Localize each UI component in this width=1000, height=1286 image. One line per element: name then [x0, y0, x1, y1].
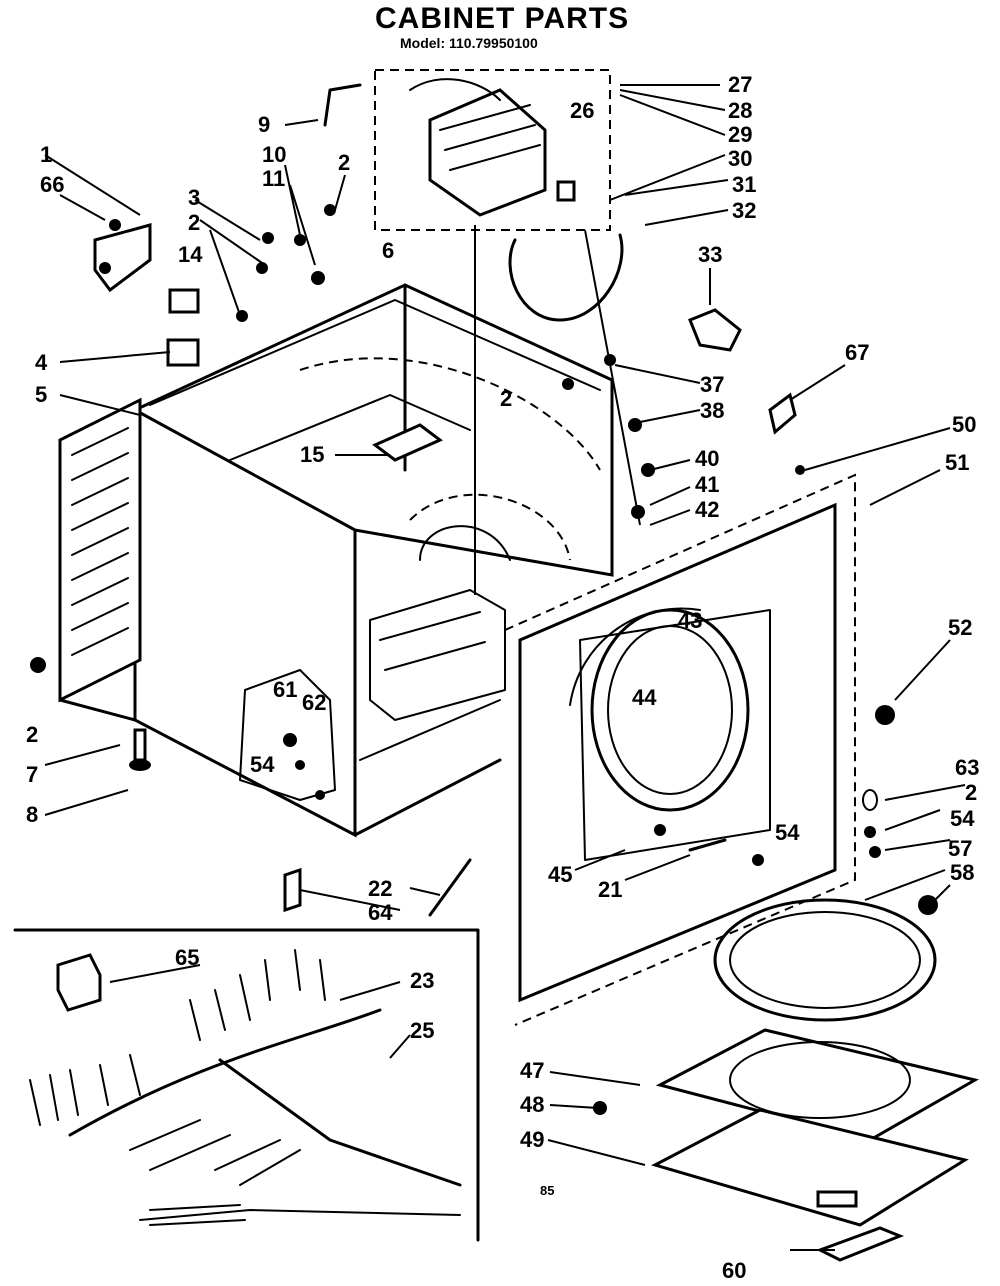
callout-54-front: 54	[775, 820, 800, 845]
callout-58: 58	[950, 860, 974, 885]
callout-28: 28	[728, 98, 752, 123]
callout-52: 52	[948, 615, 972, 640]
trim-strip	[816, 1226, 905, 1262]
door-assembly	[651, 1028, 980, 1262]
callout-23: 23	[410, 968, 434, 993]
callout-38: 38	[700, 398, 724, 423]
cabinet-body	[133, 283, 614, 838]
callout-25: 25	[410, 1018, 434, 1043]
callout-21: 21	[598, 877, 622, 902]
mounting-bracket	[93, 223, 152, 293]
callout-26: 26	[570, 98, 594, 123]
control-area-outline	[374, 69, 611, 231]
callout-54-right: 54	[950, 806, 975, 831]
callout-57: 57	[948, 836, 972, 861]
hinge-bracket	[323, 83, 362, 127]
thermostat-part	[283, 733, 297, 747]
callout-45: 45	[548, 862, 572, 887]
leveling-leg	[129, 728, 151, 771]
callout-14: 14	[178, 242, 203, 267]
callout-2-right: 2	[965, 780, 977, 805]
callout-62: 62	[302, 690, 326, 715]
callout-2-mid: 2	[500, 386, 512, 411]
callout-2-top: 2	[338, 150, 350, 175]
callout-2-foot: 2	[26, 722, 38, 747]
callout-40: 40	[695, 446, 719, 471]
callout-7: 7	[26, 762, 38, 787]
callout-41: 41	[695, 472, 719, 497]
wiring-harness-section	[13, 928, 480, 1242]
kick-plate	[688, 308, 742, 352]
callout-30: 30	[728, 146, 752, 171]
callout-47: 47	[520, 1058, 544, 1083]
callout-44: 44	[632, 685, 657, 710]
callout-51: 51	[945, 450, 969, 475]
callout-49: 49	[520, 1127, 544, 1152]
callout-3: 3	[188, 185, 200, 210]
junction-box	[166, 338, 200, 367]
page-marker: 85	[540, 1183, 554, 1198]
timer-assembly	[409, 78, 547, 217]
callout-22: 22	[368, 876, 392, 901]
callout-42: 42	[695, 497, 719, 522]
callout-2-left: 2	[188, 210, 200, 235]
callout-63: 63	[955, 755, 979, 780]
callout-65: 65	[175, 945, 199, 970]
door-handle	[816, 1190, 858, 1208]
callout-60: 60	[722, 1258, 746, 1281]
callout-6: 6	[382, 238, 394, 263]
diagram-title: CABINET PARTS	[375, 2, 629, 35]
side-access-cover	[239, 669, 336, 801]
callout-54-side: 54	[250, 752, 275, 777]
terminal-block	[168, 288, 200, 314]
callout-27: 27	[728, 72, 752, 97]
callout-43: 43	[678, 608, 702, 633]
callout-64: 64	[368, 900, 393, 925]
switch-part	[556, 180, 576, 202]
callout-15: 15	[300, 442, 324, 467]
left-side-panel	[58, 397, 142, 722]
callout-48: 48	[520, 1092, 544, 1117]
terminal-connector	[56, 953, 102, 1012]
callout-11: 11	[262, 166, 285, 191]
callout-4: 4	[35, 350, 48, 375]
callout-5: 5	[35, 382, 47, 407]
callout-50: 50	[952, 412, 976, 437]
callout-66: 66	[40, 172, 64, 197]
leader-lines	[44, 84, 966, 1251]
front-panel	[504, 473, 856, 1026]
callout-1: 1	[40, 142, 52, 167]
fasteners	[30, 204, 938, 1115]
callout-10: 10	[262, 142, 286, 167]
callout-9: 9	[258, 112, 270, 137]
drive-belt	[508, 233, 624, 322]
door-strike	[768, 392, 797, 435]
callout-61: 61	[273, 677, 297, 702]
callout-67: 67	[845, 340, 869, 365]
callout-29: 29	[728, 122, 752, 147]
callout-32: 32	[732, 198, 756, 223]
callout-8: 8	[26, 802, 38, 827]
callout-33: 33	[698, 242, 722, 267]
door-seal-ring	[713, 898, 937, 1022]
model-number: Model: 110.79950100	[400, 35, 538, 51]
callout-31: 31	[732, 172, 756, 197]
callout-37: 37	[700, 372, 724, 397]
callout-labels: 1 66 14 3 2 10 11 2 6 9 26 27 28 29 30 3…	[26, 72, 979, 1283]
